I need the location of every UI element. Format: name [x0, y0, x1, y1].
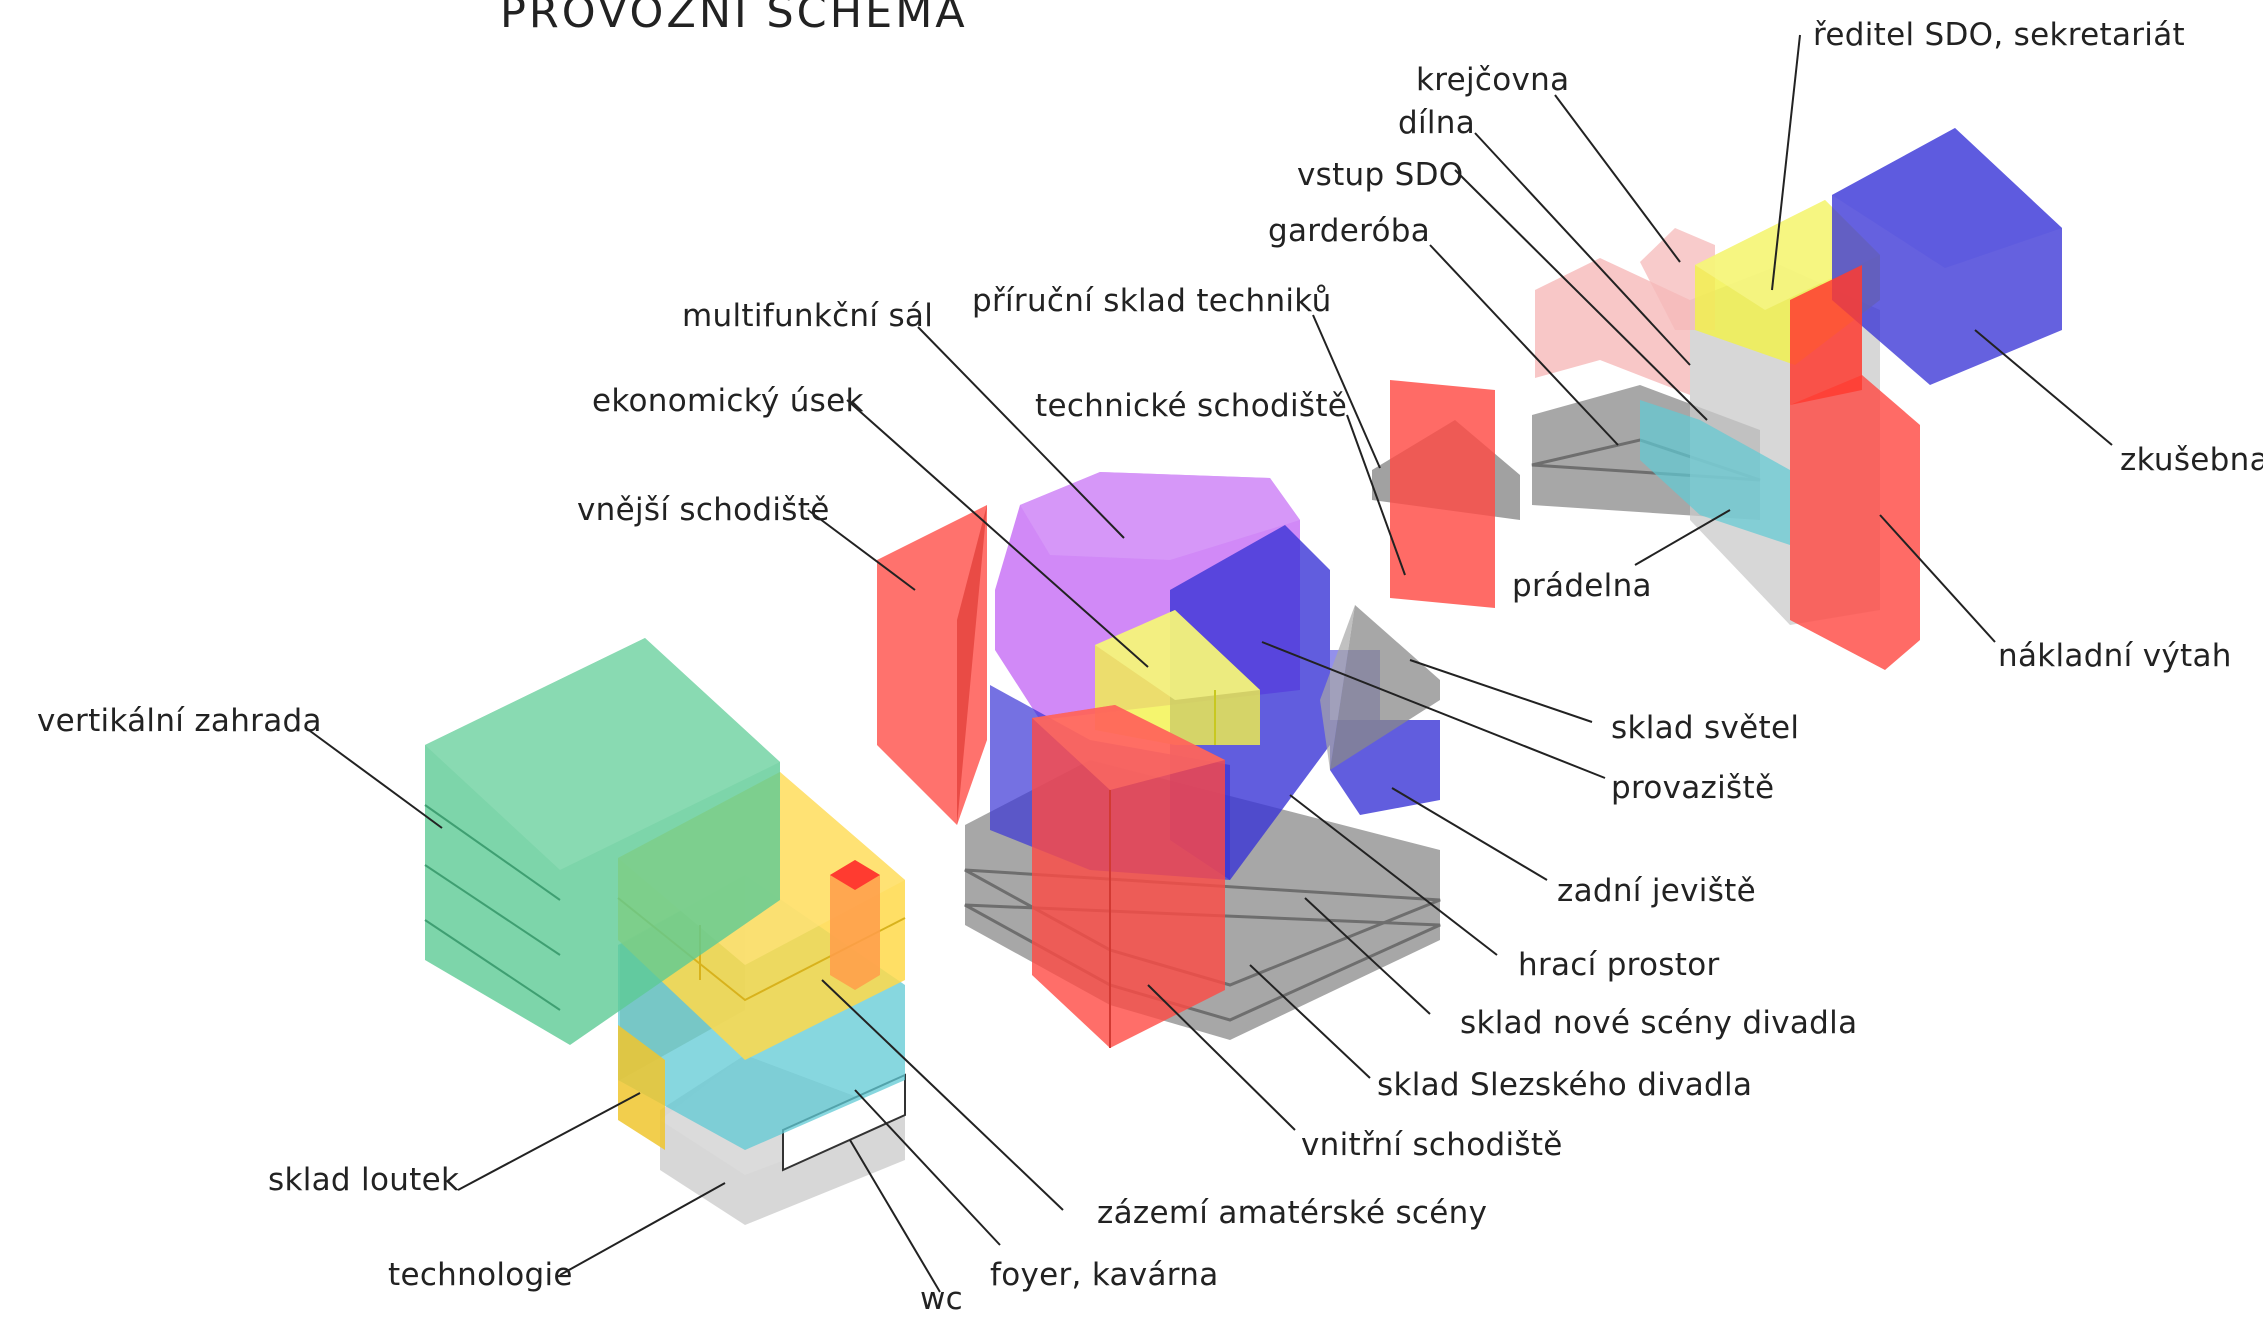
- label-technicke-schodiste: technické schodiště: [1035, 388, 1348, 424]
- label-vstup-sdo: vstup SDO: [1297, 157, 1464, 193]
- zkusebna-volume: [1832, 128, 2062, 385]
- label-wc: wc: [920, 1281, 963, 1317]
- sklad-loutek-volume: [618, 1025, 665, 1150]
- sklad-svetel-volume: [1320, 605, 1440, 770]
- vnitrni-schodiste-volume: [1032, 705, 1225, 1048]
- label-pradelna: prádelna: [1512, 568, 1652, 604]
- label-zazemi: zázemí amatérské scény: [1097, 1195, 1488, 1231]
- label-krejcovna: krejčovna: [1416, 62, 1570, 98]
- label-foyer: foyer, kavárna: [990, 1257, 1219, 1293]
- krejcovna-volume: [1535, 228, 1715, 395]
- label-dilna: dílna: [1398, 105, 1476, 141]
- label-ekonomicky-usek: ekonomický úsek: [592, 383, 864, 419]
- left-building: [424, 638, 906, 1225]
- vertikalni-zahrada-volume: [424, 638, 780, 1045]
- vnejsi-schodiste-volume: [877, 505, 987, 825]
- label-sklad-svetel: sklad světel: [1611, 710, 1800, 746]
- label-reditel: ředitel SDO, sekretariát: [1813, 17, 2185, 53]
- label-zkusebna: zkušebna: [2120, 442, 2263, 478]
- technicke-schodiste-volume: [1390, 380, 1495, 608]
- pradelna-volume: [1640, 400, 1790, 545]
- label-multifunkcni-sal: multifunkční sál: [682, 298, 934, 334]
- label-sklad-nove-sceny: sklad nové scény divadla: [1460, 1005, 1858, 1041]
- leader-lines: [305, 34, 2113, 1293]
- label-zadni-jeviste: zadní jeviště: [1557, 873, 1756, 909]
- label-vertikalni-zahrada: vertikální zahrada: [37, 703, 322, 739]
- right-building: [1372, 128, 2062, 670]
- left-stair-volume: [830, 860, 880, 990]
- label-vnitrni-schodiste: vnitřní schodiště: [1301, 1127, 1563, 1163]
- middle-building: [877, 472, 1441, 1048]
- label-nakladni-vytah: nákladní výtah: [1998, 638, 2232, 674]
- label-garderoba: garderóba: [1268, 213, 1431, 249]
- label-prirucni-sklad: příruční sklad techniků: [972, 283, 1332, 319]
- ekonomicky-usek-volume: [1095, 610, 1260, 745]
- nakladni-vytah-volume: [1790, 265, 1920, 670]
- label-hraci-prostor: hrací prostor: [1518, 947, 1720, 983]
- label-technologie: technologie: [388, 1257, 573, 1293]
- label-sklad-slezskeho: sklad Slezského divadla: [1377, 1067, 1753, 1103]
- label-provaziste: provaziště: [1611, 770, 1775, 806]
- label-vnejsi-schodiste: vnější schodiště: [577, 492, 830, 528]
- diagram-title: PROVOZNÍ SCHÉMA: [500, 0, 968, 38]
- label-sklad-loutek: sklad loutek: [268, 1162, 460, 1198]
